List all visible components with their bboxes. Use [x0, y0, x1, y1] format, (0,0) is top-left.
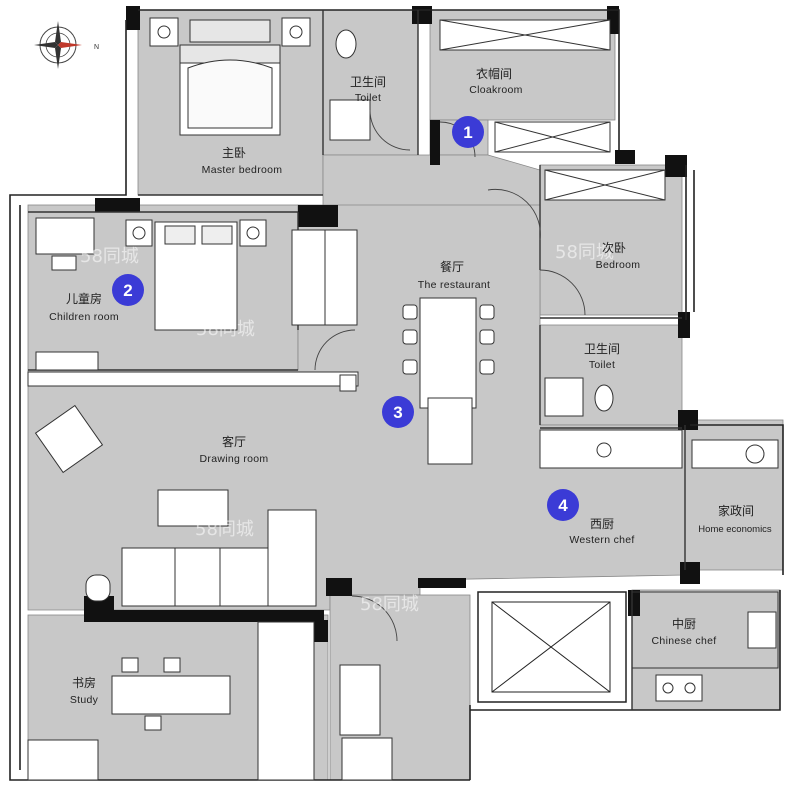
room-labels: 主卧 Master bedroom 卫生间 Toilet 衣帽间 Cloakro…	[49, 66, 772, 706]
watermarks: 58同城 58同城 58同城 58同城 58同城	[80, 242, 614, 615]
svg-text:4: 4	[558, 496, 568, 515]
svg-text:2: 2	[123, 281, 132, 300]
svg-text:Home economics: Home economics	[698, 524, 772, 535]
label-cloakroom: 衣帽间 Cloakroom	[469, 66, 522, 96]
svg-text:3: 3	[393, 403, 402, 422]
floor-second-toilet	[539, 324, 683, 426]
svg-text:1: 1	[463, 123, 472, 142]
svg-text:主卧: 主卧	[222, 146, 246, 160]
floor-areas	[27, 9, 784, 781]
marker-1: 1	[452, 116, 484, 148]
svg-text:Master bedroom: Master bedroom	[202, 164, 283, 176]
outline	[9, 9, 784, 781]
svg-text:卫生间: 卫生间	[584, 342, 620, 356]
svg-text:家政间: 家政间	[718, 503, 754, 518]
svg-text:Study: Study	[70, 694, 99, 706]
label-second-toilet: 卫生间 Toilet	[584, 342, 620, 371]
svg-text:书房: 书房	[72, 675, 96, 690]
label-home-economics: 家政间 Home economics	[698, 503, 772, 535]
svg-text:Bedroom: Bedroom	[596, 259, 641, 271]
marker-4: 4	[547, 489, 579, 521]
svg-text:58同城: 58同城	[555, 242, 614, 263]
svg-text:Toilet: Toilet	[355, 92, 381, 104]
markers: 1 2 3 4	[112, 116, 579, 521]
sofa	[121, 547, 271, 607]
compass-north-label: N	[94, 44, 99, 51]
svg-text:Children room: Children room	[49, 311, 119, 323]
svg-text:58同城: 58同城	[196, 319, 255, 340]
floor-chinese-chef	[631, 589, 781, 711]
svg-text:Drawing room: Drawing room	[200, 453, 269, 465]
svg-text:Western chef: Western chef	[569, 534, 634, 546]
label-master-bedroom: 主卧 Master bedroom	[202, 146, 283, 176]
void-zones	[477, 591, 627, 703]
svg-text:儿童房: 儿童房	[66, 291, 102, 306]
svg-text:卫生间: 卫生间	[350, 75, 386, 89]
svg-text:Chinese chef: Chinese chef	[652, 635, 717, 647]
svg-text:西厨: 西厨	[590, 517, 614, 531]
svg-text:Toilet: Toilet	[589, 359, 615, 371]
marker-2: 2	[112, 274, 144, 306]
coffee-table	[157, 489, 229, 527]
svg-text:The restaurant: The restaurant	[418, 279, 491, 291]
svg-text:58同城: 58同城	[360, 594, 419, 615]
furniture	[27, 17, 779, 781]
svg-text:Cloakroom: Cloakroom	[469, 84, 522, 96]
svg-text:58同城: 58同城	[195, 519, 254, 540]
armchair	[34, 404, 104, 474]
svg-text:次卧: 次卧	[602, 241, 626, 255]
label-children-room: 儿童房 Children room	[49, 291, 119, 323]
label-restaurant: 餐厅 The restaurant	[418, 259, 491, 291]
svg-text:餐厅: 餐厅	[440, 259, 464, 274]
label-chinese-chef: 中厨 Chinese chef	[652, 616, 717, 647]
label-bedroom: 次卧 Bedroom	[596, 241, 641, 271]
label-study: 书房 Study	[70, 675, 99, 706]
label-drawing-room: 客厅 Drawing room	[200, 434, 269, 465]
label-western-chef: 西厨 Western chef	[569, 517, 634, 546]
marker-3: 3	[382, 396, 414, 428]
study-desk	[111, 675, 231, 715]
doors	[314, 109, 586, 642]
svg-text:客厅: 客厅	[222, 434, 246, 449]
compass-icon: N	[34, 21, 99, 69]
svg-text:衣帽间: 衣帽间	[476, 66, 512, 81]
svg-text:中厨: 中厨	[672, 616, 696, 631]
svg-text:58同城: 58同城	[80, 246, 139, 267]
dining-table	[419, 297, 477, 409]
label-master-toilet: 卫生间 Toilet	[350, 75, 386, 104]
